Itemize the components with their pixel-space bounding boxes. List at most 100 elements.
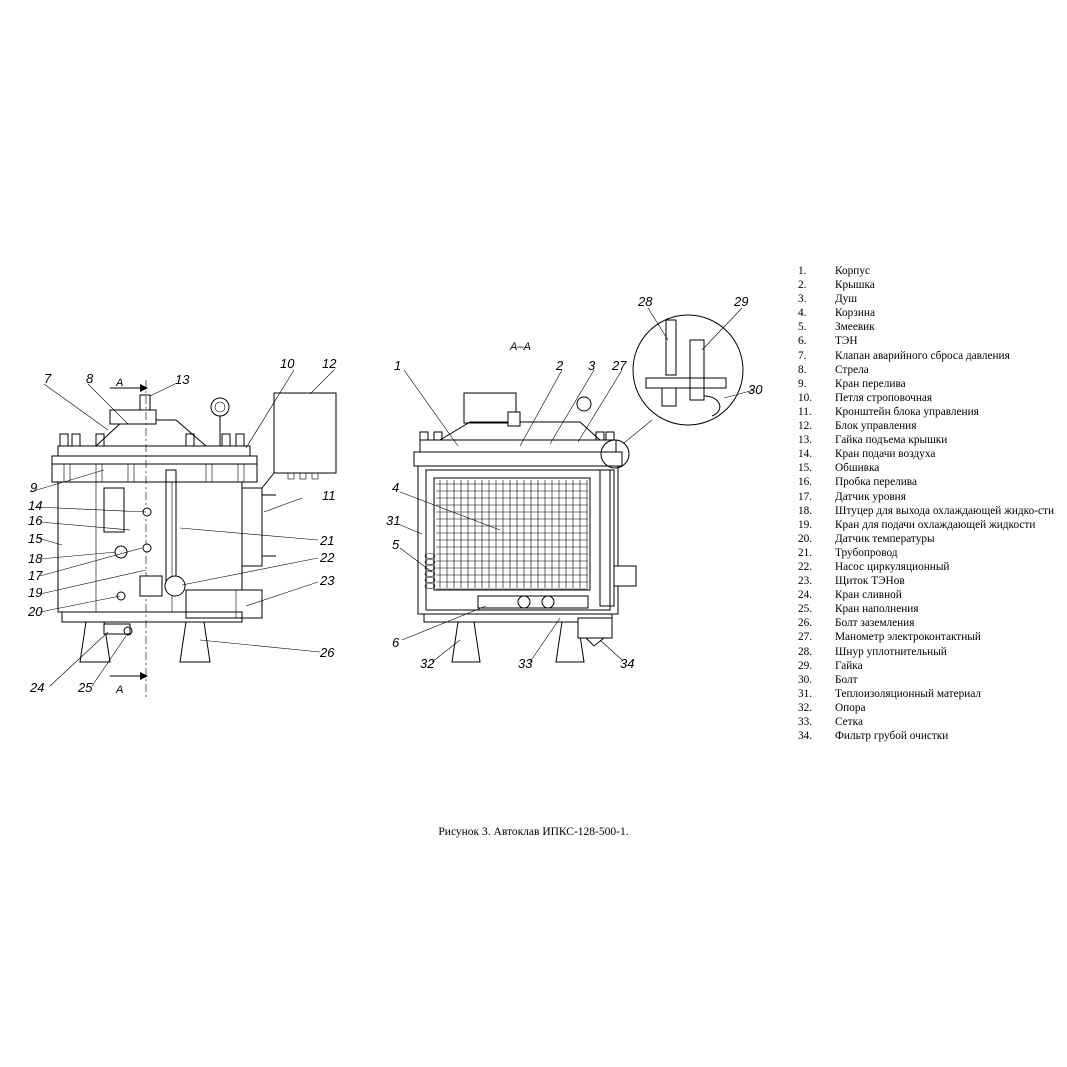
legend-item: 14. Кран подачи воздуха bbox=[798, 447, 1063, 461]
callout-8: 8 bbox=[86, 371, 94, 386]
legend-number: 4. bbox=[798, 307, 807, 320]
legend-number: 1. bbox=[798, 265, 807, 277]
legend-text: Фильтр грубой очистки bbox=[835, 730, 949, 743]
callout-12: 12 bbox=[322, 356, 337, 371]
side-view: А А bbox=[51, 377, 337, 700]
section-view: А–А bbox=[413, 314, 744, 663]
legend-item: 24. Кран сливной bbox=[798, 588, 1063, 602]
callout-18: 18 bbox=[28, 551, 43, 566]
legend-text: Гайка подъема крышки bbox=[835, 434, 948, 447]
legend-text: Кран наполнения bbox=[835, 603, 919, 616]
callout-23: 23 bbox=[319, 573, 335, 588]
legend-item: 4.Корзина bbox=[798, 306, 1063, 320]
callout-15: 15 bbox=[28, 531, 43, 546]
callout-33: 33 bbox=[518, 656, 533, 671]
legend-text: Крышка bbox=[835, 279, 875, 292]
legend-number: 22. bbox=[798, 560, 813, 573]
legend-text: Кран перелива bbox=[835, 377, 906, 390]
legend-text: Петля строповочная bbox=[835, 391, 933, 404]
legend-number: 19. bbox=[798, 518, 813, 531]
legend-item: 16.Пробка перелива bbox=[798, 475, 1063, 489]
callout-3: 3 bbox=[588, 358, 596, 373]
legend-text: Манометр электроконтактный bbox=[835, 631, 981, 644]
legend-text: Кран сливной bbox=[835, 589, 902, 602]
legend-number: 7. bbox=[798, 349, 807, 362]
section-mark-top: А bbox=[115, 377, 123, 389]
legend-number: 21. bbox=[798, 546, 813, 559]
callout-14: 14 bbox=[28, 498, 42, 513]
section-title: А–А bbox=[509, 341, 531, 353]
callout-17: 17 bbox=[28, 568, 43, 583]
legend-item: 27. Манометр электроконтактный bbox=[798, 630, 1063, 644]
legend-item: 1. Корпус bbox=[798, 264, 1063, 278]
callout-24: 24 bbox=[29, 680, 44, 695]
legend-item: 18.Штуцер для выхода охлаждающей жидко-с… bbox=[798, 504, 1063, 518]
legend-number: 16. bbox=[798, 476, 813, 489]
legend-text: Кронштейн блока управления bbox=[835, 405, 979, 418]
legend-text: Болт заземления bbox=[835, 617, 915, 630]
legend-text: Щиток ТЭНов bbox=[835, 575, 905, 588]
legend-number: 17. bbox=[798, 490, 813, 503]
legend-text: Штуцер для выхода охлаждающей жидко-сти bbox=[835, 504, 1054, 517]
callout-10: 10 bbox=[280, 356, 295, 371]
legend-text: Обшивка bbox=[835, 462, 880, 475]
legend-item: 6.ТЭН bbox=[798, 334, 1063, 348]
legend-number: 29. bbox=[798, 659, 813, 672]
callout-27: 27 bbox=[611, 358, 627, 373]
legend-item: 5.Змеевик bbox=[798, 320, 1063, 334]
legend-number: 5. bbox=[798, 321, 807, 334]
legend-number: 20. bbox=[798, 532, 813, 545]
legend-item: 25. Кран наполнения bbox=[798, 602, 1063, 616]
legend-item: 30. Болт bbox=[798, 673, 1063, 687]
legend-item: 31.Теплоизоляционный материал bbox=[798, 687, 1063, 701]
legend-item: 28.Шнур уплотнительный bbox=[798, 645, 1063, 659]
callout-29: 29 bbox=[733, 294, 748, 309]
figure-caption: Рисунок 3. Автоклав ИПКС-128-500-1. bbox=[438, 826, 629, 838]
legend-number: 15. bbox=[798, 462, 813, 475]
legend-item: 13.Гайка подъема крышки bbox=[798, 433, 1063, 447]
callout-31: 31 bbox=[386, 513, 400, 528]
legend-number: 8. bbox=[798, 363, 807, 376]
legend-text: Корпус bbox=[835, 265, 870, 277]
legend-text: Насос циркуляционный bbox=[835, 560, 950, 573]
legend-item: 33.Сетка bbox=[798, 715, 1063, 729]
callout-1: 1 bbox=[394, 358, 401, 373]
callout-4: 4 bbox=[392, 480, 399, 495]
legend-number: 24. bbox=[798, 589, 813, 602]
leader-lines bbox=[29, 307, 755, 687]
legend-text: Датчик уровня bbox=[835, 490, 906, 503]
legend-item: 23. Щиток ТЭНов bbox=[798, 574, 1063, 588]
legend-number: 30. bbox=[798, 673, 813, 686]
legend-number: 12. bbox=[798, 420, 813, 433]
legend-item: 32. Опора bbox=[798, 701, 1063, 715]
legend-text: Кран для подачи охлаждающей жидкости bbox=[835, 518, 1036, 531]
legend-number: 2. bbox=[798, 279, 807, 292]
callout-13: 13 bbox=[175, 372, 190, 387]
legend-item: 15. Обшивка bbox=[798, 461, 1063, 475]
legend-number: 32. bbox=[798, 701, 813, 714]
legend-text: Кран подачи воздуха bbox=[835, 448, 936, 461]
legend-text: Теплоизоляционный материал bbox=[835, 687, 982, 700]
legend-item: 26. Болт заземления bbox=[798, 616, 1063, 630]
callout-20: 20 bbox=[27, 604, 43, 619]
callout-22: 22 bbox=[319, 550, 335, 565]
legend-text: Опора bbox=[835, 701, 866, 714]
callout-21: 21 bbox=[319, 533, 334, 548]
callout-7: 7 bbox=[44, 371, 52, 386]
legend-item: 11.Кронштейн блока управления bbox=[798, 405, 1063, 419]
legend-number: 25. bbox=[798, 603, 813, 616]
legend-text: Душ bbox=[835, 293, 858, 306]
legend-number: 26. bbox=[798, 617, 813, 630]
legend-number: 23. bbox=[798, 575, 813, 588]
legend-number: 27. bbox=[798, 631, 813, 644]
legend-item: 21.Трубопровод bbox=[798, 546, 1063, 560]
legend-item: 34.Фильтр грубой очистки bbox=[798, 729, 1063, 743]
callout-16: 16 bbox=[28, 513, 43, 528]
legend-text: Клапан аварийного сброса давления bbox=[835, 349, 1010, 362]
callout-32: 32 bbox=[420, 656, 435, 671]
callout-34: 34 bbox=[620, 656, 634, 671]
callout-25: 25 bbox=[77, 680, 93, 695]
legend-number: 14. bbox=[798, 448, 813, 461]
legend-text: Болт bbox=[835, 673, 858, 686]
